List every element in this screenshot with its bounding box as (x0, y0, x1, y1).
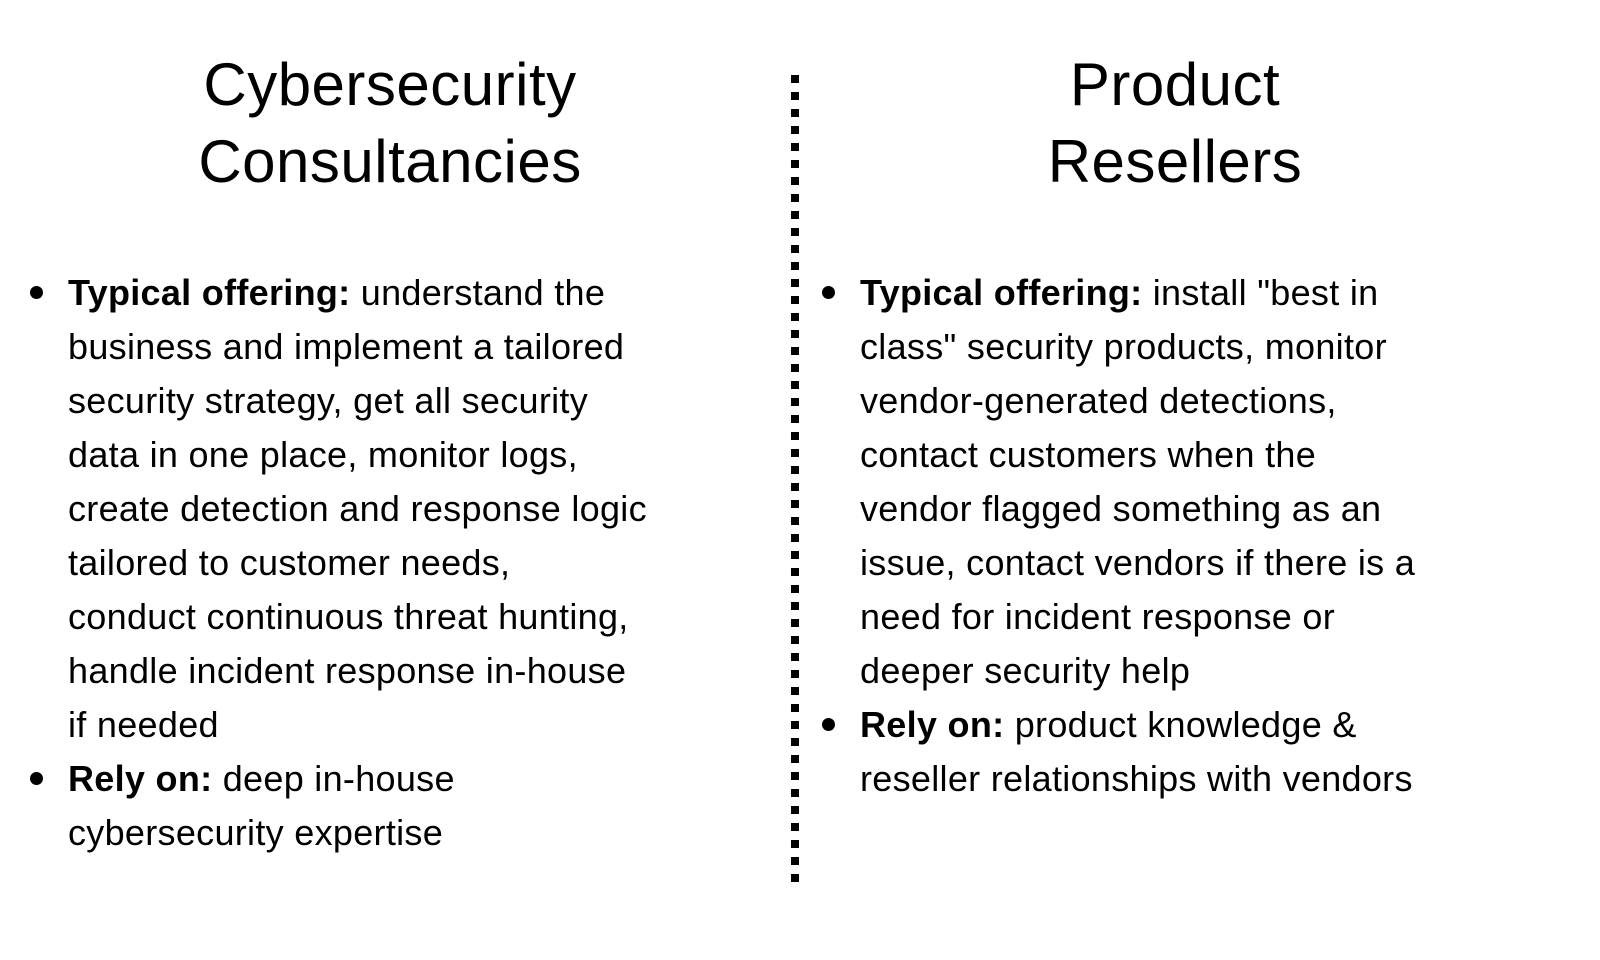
list-item: Rely on: deep in-house cybersecurity exp… (30, 752, 742, 860)
list-item: Typical offering: understand the busines… (30, 266, 742, 752)
list-item: Rely on: product knowledge & reseller re… (822, 698, 1522, 806)
dotted-divider (791, 75, 799, 885)
bullet-label: Rely on: (860, 704, 1005, 745)
bullet-text-block: Rely on: deep in-house cybersecurity exp… (68, 752, 455, 860)
bullet-text: deep in-house cybersecurity expertise (68, 758, 455, 853)
bullet-label: Typical offering: (860, 272, 1143, 313)
product-resellers-title: Product Resellers (1047, 51, 1303, 195)
bullet-text: understand the business and implement a … (68, 272, 647, 745)
bullet-dot-icon (822, 286, 835, 299)
bullet-dot-icon (822, 718, 835, 731)
bullet-text-block: Rely on: product knowledge & reseller re… (860, 698, 1413, 806)
bullet-label: Rely on: (68, 758, 213, 799)
bullet-label: Typical offering: (68, 272, 351, 313)
left-bullet-list: Typical offering: understand the busines… (30, 266, 742, 860)
right-bullet-list: Typical offering: install "best in class… (822, 266, 1522, 806)
bullet-text-block: Typical offering: understand the busines… (68, 266, 647, 752)
bullet-dot-icon (30, 286, 43, 299)
list-item: Typical offering: install "best in class… (822, 266, 1522, 698)
bullet-dot-icon (30, 772, 43, 785)
bullet-text: product knowledge & reseller relationshi… (860, 704, 1413, 799)
bullet-text: install "best in class" security product… (860, 272, 1416, 691)
cybersecurity-consultancies-title: Cybersecurity Consultancies (198, 51, 582, 195)
bullet-text-block: Typical offering: install "best in class… (860, 266, 1415, 698)
